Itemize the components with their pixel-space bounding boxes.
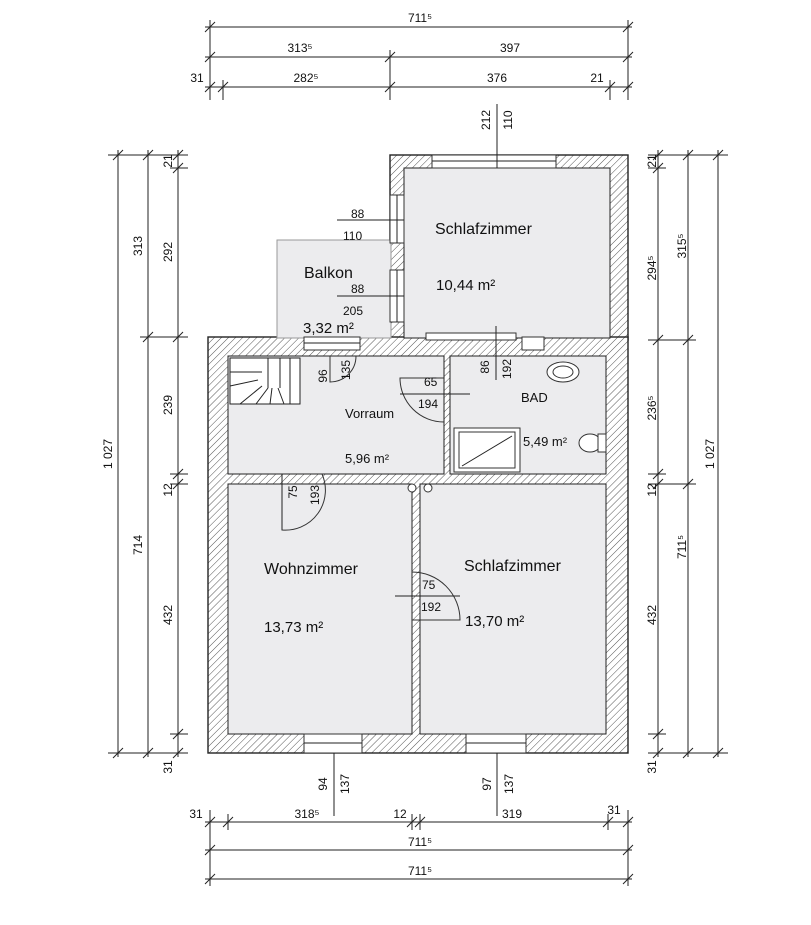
dim-window-br-b: 137 (502, 774, 516, 794)
balkon-floor (276, 239, 392, 339)
dim-window-br-a: 97 (480, 777, 494, 791)
dim-left-in-5: 432 (161, 605, 175, 625)
dim-chains (108, 20, 728, 886)
dim-top-total: 711⁵ (408, 11, 432, 25)
dim-right-in-5: 432 (645, 605, 659, 625)
dim-bottom-c: 12 (393, 807, 407, 821)
dim-badtop-b: 192 (500, 359, 514, 379)
dim-right-in-6: 31 (645, 760, 659, 774)
dim-balwin2-a: 88 (351, 282, 365, 296)
room-area-schlafzimmer-top: 10,44 m² (436, 277, 495, 294)
room-area-balkon: 3,32 m² (303, 320, 354, 337)
room-area-vorraum: 5,96 m² (345, 451, 390, 466)
room-area-bad: 5,49 m² (523, 434, 568, 449)
dim-left-outer: 1 027 (101, 439, 115, 469)
dim-right-in-3: 236⁵ (645, 395, 659, 420)
staircase (229, 357, 301, 405)
dim-top-d: 21 (590, 71, 604, 85)
dim-right-mid-2: 711⁵ (675, 535, 689, 559)
sink (546, 361, 580, 383)
dim-balkdoor-b: 135 (339, 360, 353, 380)
dim-schlafdoor-b: 192 (421, 600, 441, 614)
dim-schlafdoor-a: 75 (422, 578, 436, 592)
dim-balwin1-b: 110 (343, 229, 362, 243)
dim-top-seg-2: 397 (500, 41, 520, 55)
room-name-balkon: Balkon (304, 265, 353, 282)
bath-fixtures (407, 361, 607, 493)
dim-baddoor-a: 65 (424, 375, 438, 389)
dim-bottom-b: 318⁵ (295, 807, 320, 821)
room-name-bad: BAD (521, 390, 548, 405)
room-name-wohnzimmer: Wohnzimmer (264, 561, 359, 578)
room-labels: Schlafzimmer 10,44 m² Balkon 3,32 m² Vor… (264, 221, 568, 636)
dim-top-a: 31 (190, 71, 204, 85)
dim-bottom-a: 31 (189, 807, 203, 821)
dim-bottom-e: 31 (607, 803, 621, 817)
room-name-schlafzimmer-top: Schlafzimmer (435, 221, 533, 238)
dim-window-bl-b: 137 (338, 774, 352, 794)
room-schlafzimmer-bottom (419, 483, 607, 735)
dim-top-c: 376 (487, 71, 507, 85)
dim-left-mid-2: 714 (131, 535, 145, 555)
dim-window-bl-a: 94 (316, 777, 330, 791)
dim-wohndoor-b: 193 (308, 485, 322, 505)
dim-right-mid-1: 315⁵ (675, 233, 689, 258)
dimension-labels: 711⁵ 313⁵ 397 31 282⁵ 376 21 212 110 31 … (101, 11, 717, 878)
dim-left-in-4: 12 (161, 483, 175, 497)
dim-left-in-1: 21 (161, 154, 175, 168)
dim-bottom-total-2: 711⁵ (408, 864, 432, 878)
dim-window-top-b: 110 (501, 110, 515, 129)
dim-balkdoor-a: 96 (316, 369, 330, 383)
opening-leaders (333, 104, 498, 816)
room-schlafzimmer-top (403, 167, 611, 339)
dim-left-in-3: 239 (161, 395, 175, 415)
room-area-schlafzimmer-bottom: 13,70 m² (465, 613, 524, 630)
dim-right-in-2: 294⁵ (645, 255, 659, 280)
dim-balwin1-a: 88 (351, 207, 365, 221)
room-name-vorraum: Vorraum (345, 406, 394, 421)
dim-ticks (112, 21, 724, 885)
room-area-wohnzimmer: 13,73 m² (264, 619, 323, 636)
dim-bottom-d: 319 (502, 807, 522, 821)
dim-bottom-total-1: 711⁵ (408, 835, 432, 849)
dim-baddoor-b: 194 (418, 397, 438, 411)
dim-top-seg-1: 313⁵ (288, 41, 313, 55)
doors (281, 355, 461, 621)
dim-top-b: 282⁵ (294, 71, 319, 85)
dim-badtop-a: 86 (478, 360, 492, 374)
dim-right-in-1: 21 (645, 154, 659, 168)
room-name-schlafzimmer-bottom: Schlafzimmer (464, 558, 562, 575)
room-wohnzimmer (227, 483, 413, 735)
dim-window-top-a: 212 (479, 110, 493, 130)
dim-left-in-6: 31 (161, 760, 175, 774)
dim-right-in-4: 12 (645, 483, 659, 497)
dim-balwin2-b: 205 (343, 304, 363, 318)
dim-left-mid-1: 313 (131, 236, 145, 256)
dim-left-in-2: 292 (161, 242, 175, 262)
dim-wohndoor-a: 75 (286, 485, 300, 499)
dim-right-outer: 1 027 (703, 439, 717, 469)
